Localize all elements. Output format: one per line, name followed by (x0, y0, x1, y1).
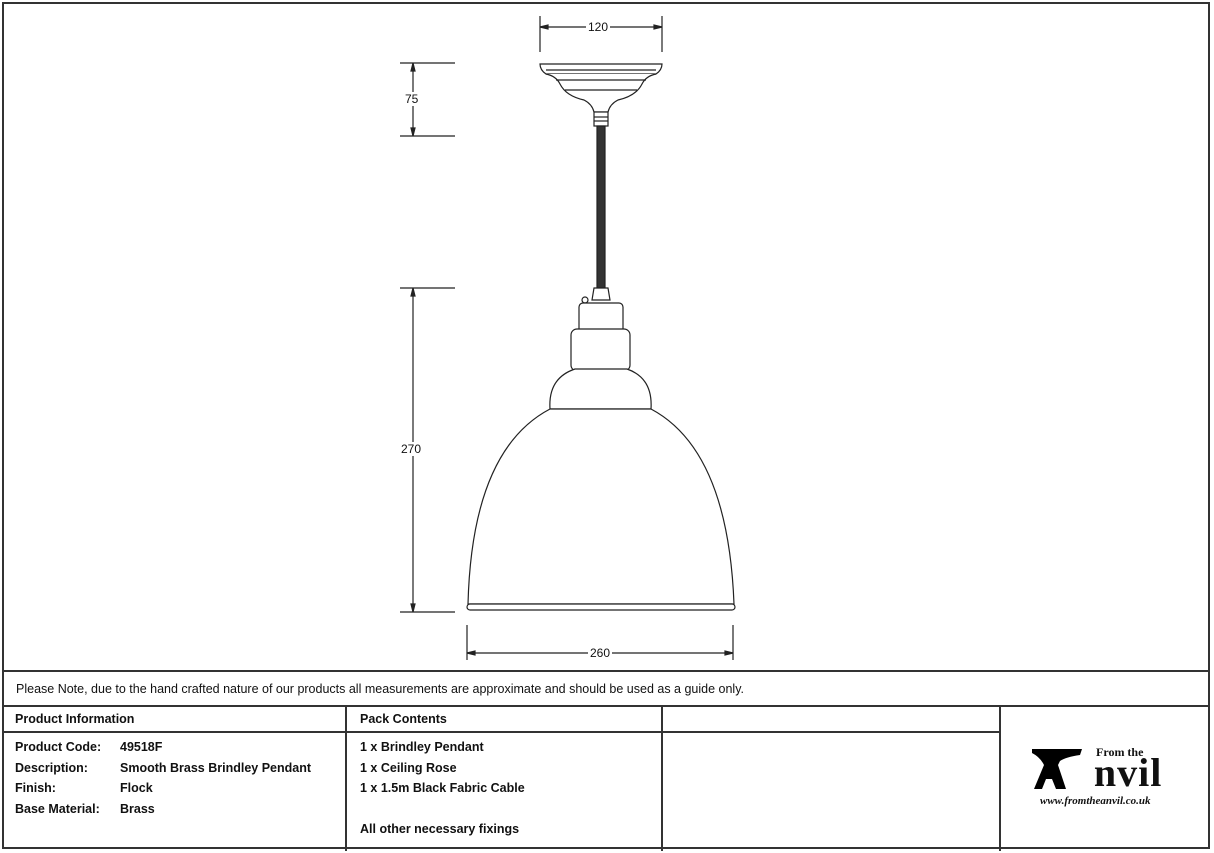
website-url: www.fromtheanvil.co.uk (1040, 795, 1151, 807)
finish: Flock (120, 781, 153, 795)
measurement-note: Please Note, due to the hand crafted nat… (2, 670, 1210, 706)
brand-name: Anvil (1093, 750, 1163, 795)
anvil-icon (1032, 749, 1082, 789)
dim-260-label: 260 (588, 646, 613, 660)
blank-column (663, 707, 1001, 851)
pack-footer: All other necessary fixings (360, 821, 520, 836)
info-row: Description:Smooth Brass Brindley Pendan… (15, 761, 345, 782)
pendant-diagram (400, 16, 736, 660)
product-info-header: Product Information (2, 707, 345, 733)
product-code: 49518F (120, 740, 163, 754)
dim-75-label: 75 (403, 92, 421, 106)
info-row: Product Code:49518F (15, 740, 345, 761)
info-row: Finish:Flock (15, 781, 345, 802)
pack-item: 1 x 1.5m Black Fabric Cable (360, 781, 525, 795)
dim-270-label: 270 (399, 442, 424, 456)
pack-item: 1 x Brindley Pendant (360, 740, 484, 754)
pack-contents-column: Pack Contents 1 x Brindley Pendant 1 x C… (347, 707, 663, 851)
product-info-column: Product Information Product Code:49518F … (2, 707, 347, 851)
dim-120-label: 120 (586, 20, 611, 34)
from-the-anvil-logo: From the Anvil www.fromtheanvil.co.uk (1030, 745, 1190, 815)
info-row: Base Material:Brass (15, 802, 345, 823)
info-table: Product Information Product Code:49518F … (2, 705, 1210, 851)
technical-drawing: 120 75 270 260 (399, 16, 736, 660)
pack-item: 1 x Ceiling Rose (360, 760, 457, 775)
description: Smooth Brass Brindley Pendant (120, 760, 312, 775)
pack-contents-header: Pack Contents (347, 707, 661, 733)
base-material: Brass (120, 801, 155, 816)
